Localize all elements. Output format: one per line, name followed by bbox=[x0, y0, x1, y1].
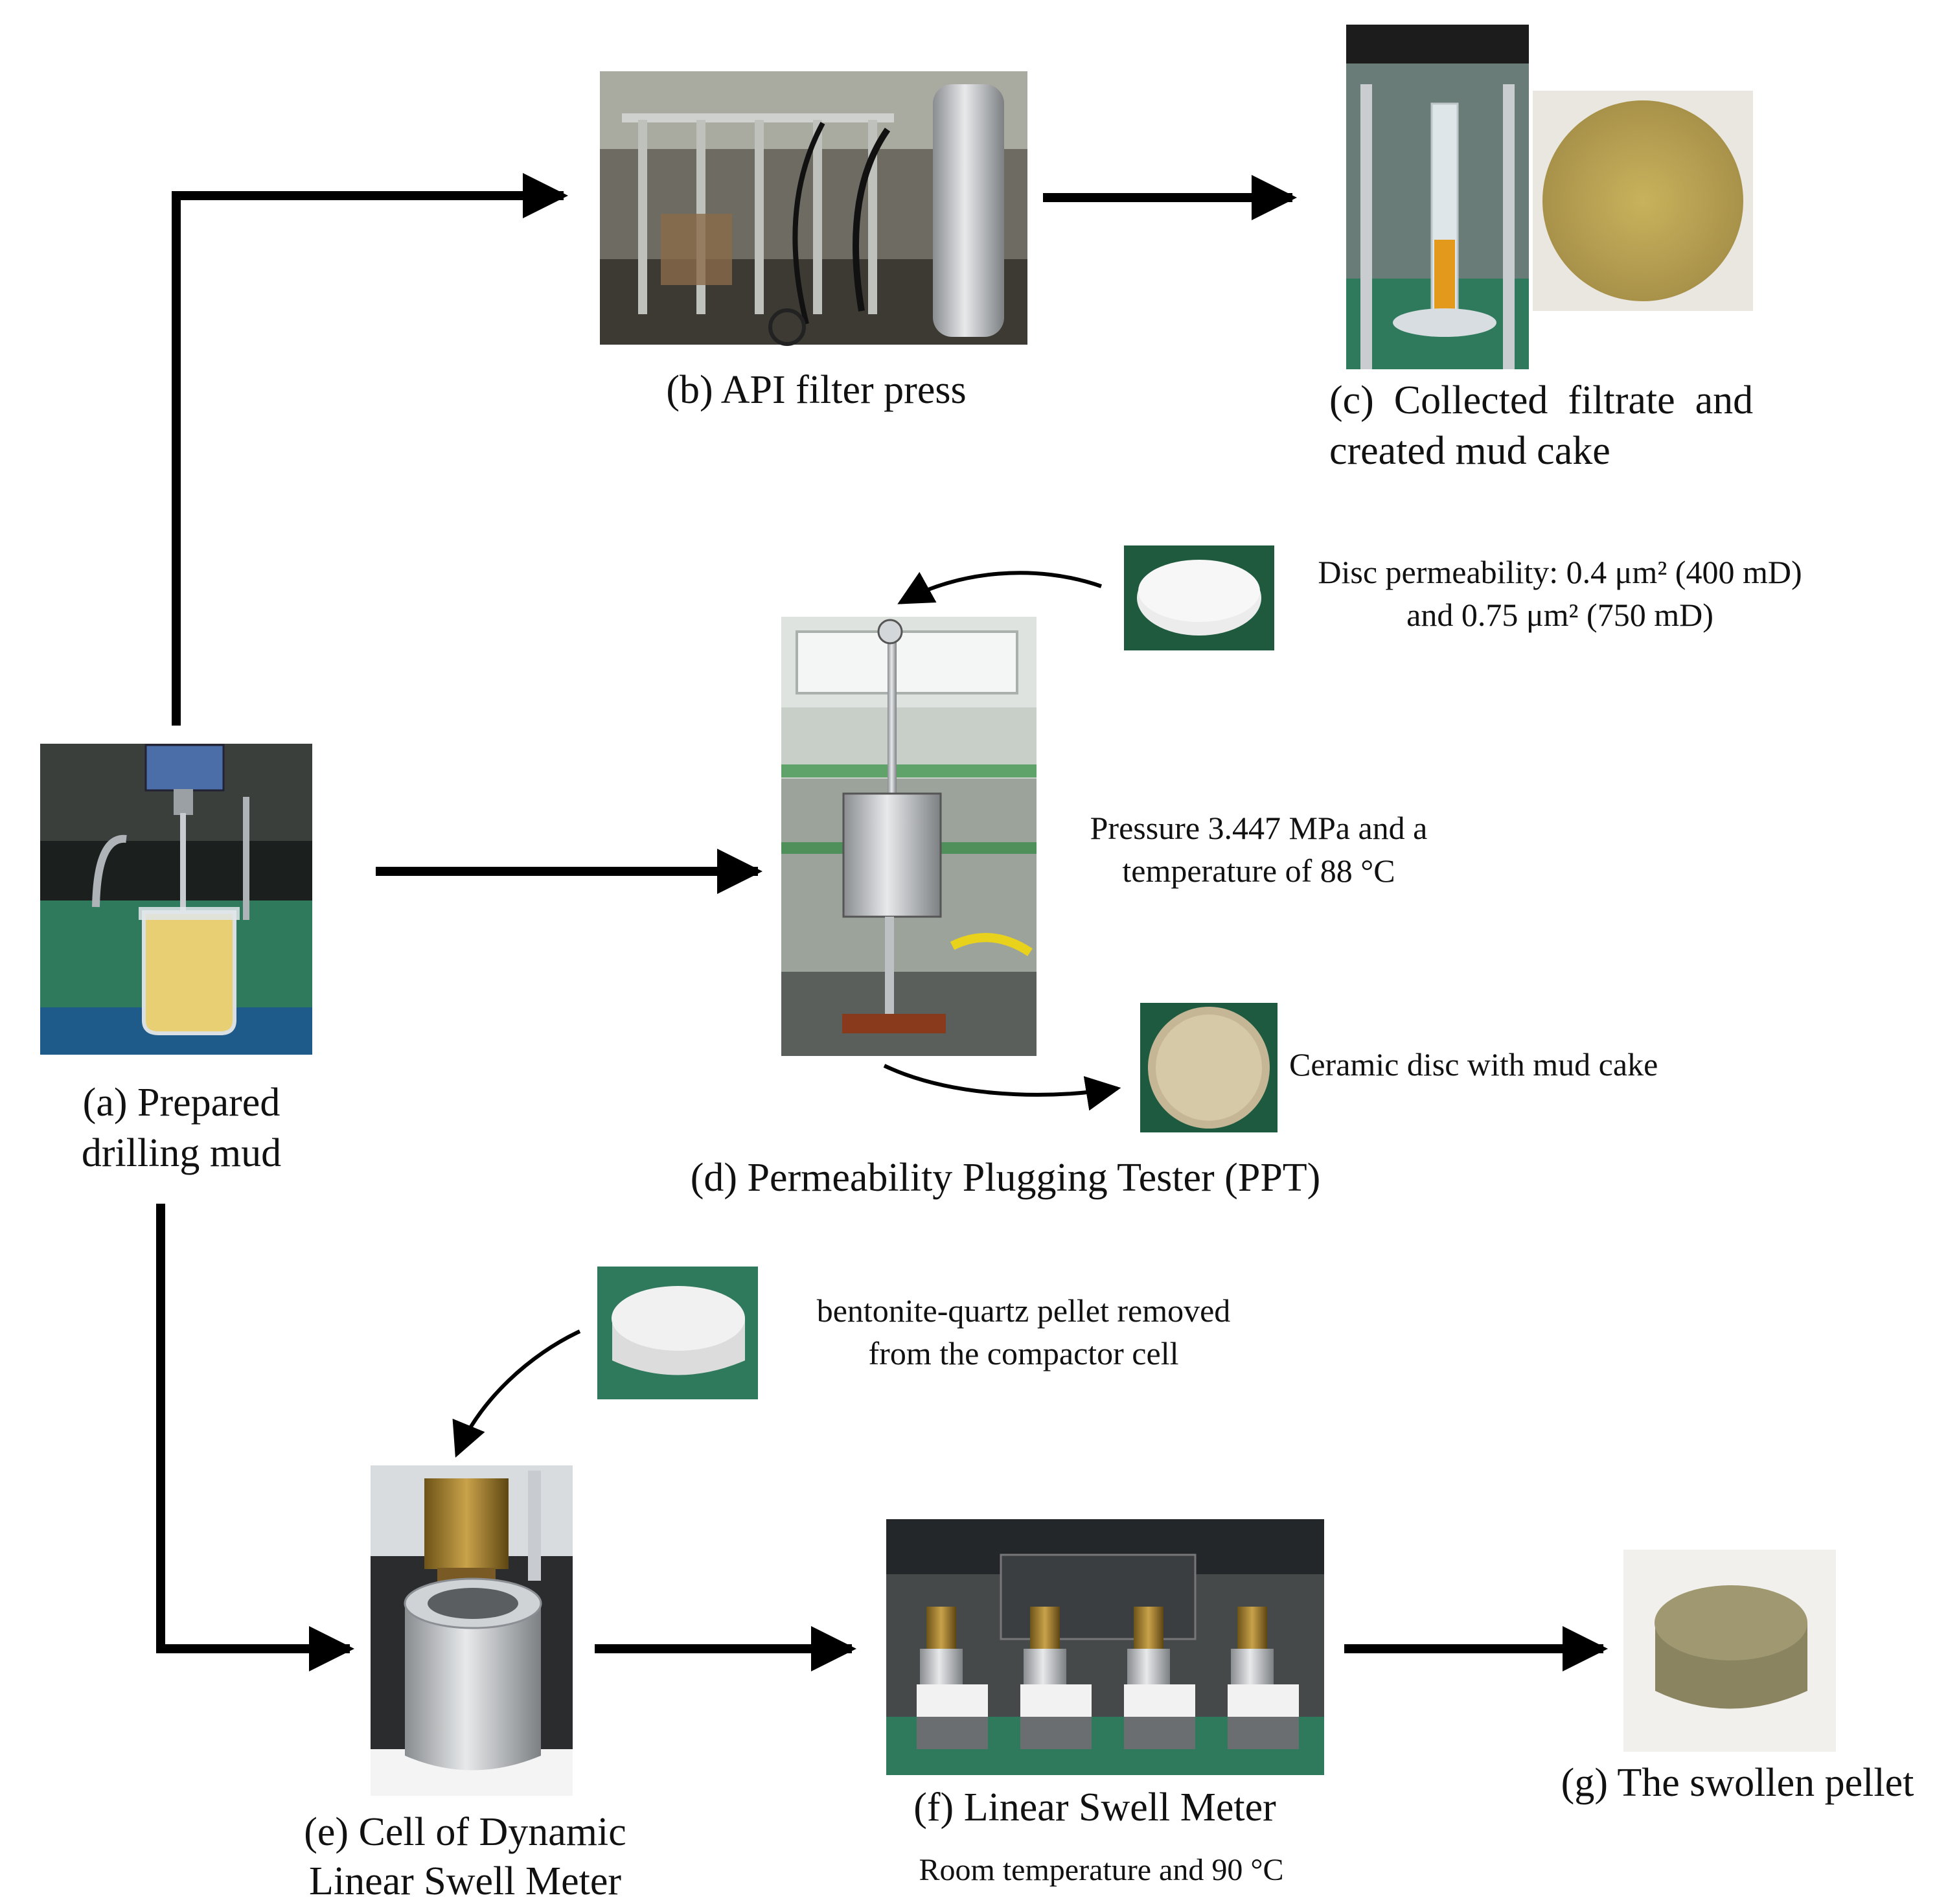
caption-a-line2: drilling mud bbox=[82, 1131, 281, 1175]
note-pellet-line1: bentonite-quartz pellet removed bbox=[817, 1292, 1231, 1329]
arrow-disc-to-ppt bbox=[897, 571, 1102, 604]
note-swell-conditions: Room temperature and 90 °C bbox=[919, 1853, 1283, 1887]
arrow-ppt-to-ceramic bbox=[883, 1064, 1121, 1111]
photo-bentonite-pellet bbox=[597, 1267, 758, 1399]
photo-e-swell-cell bbox=[371, 1465, 573, 1796]
photo-ceramic-disc-mud-cake bbox=[1140, 1003, 1278, 1132]
caption-c-line2: created mud cake bbox=[1329, 429, 1610, 473]
photo-a-drilling-mud bbox=[40, 744, 312, 1055]
captions: (a) Prepared drilling mud (b) API filter… bbox=[82, 368, 1914, 1903]
notes: Disc permeability: 0.4 μm² (400 mD) and … bbox=[817, 554, 1802, 1887]
caption-f: (f) Linear Swell Meter bbox=[913, 1785, 1276, 1829]
photo-f-linear-swell-meter bbox=[886, 1519, 1324, 1775]
arrow-a-to-b bbox=[172, 173, 568, 726]
caption-e-line2: Linear Swell Meter bbox=[309, 1859, 621, 1903]
photo-c-mud-cake bbox=[1533, 91, 1753, 311]
swell-meter-stations bbox=[917, 1607, 1299, 1749]
caption-a-line1: (a) Prepared bbox=[83, 1081, 281, 1125]
photo-c-filtrate bbox=[1346, 25, 1529, 369]
caption-d: (d) Permeability Plugging Tester (PPT) bbox=[691, 1156, 1321, 1200]
note-pellet-line2: from the compactor cell bbox=[869, 1335, 1179, 1371]
note-ppt-conditions-line1: Pressure 3.447 MPa and a bbox=[1090, 810, 1428, 846]
photo-d-ppt bbox=[781, 617, 1037, 1056]
arrow-pellet-to-cell bbox=[452, 1329, 581, 1458]
caption-e-line1: (e) Cell of Dynamic bbox=[304, 1810, 626, 1854]
arrow-a-to-e bbox=[156, 1204, 354, 1671]
note-ceramic-disc: Ceramic disc with mud cake bbox=[1289, 1046, 1658, 1083]
photo-g-swollen-pellet bbox=[1623, 1550, 1836, 1752]
note-ppt-conditions-line2: temperature of 88 °C bbox=[1122, 853, 1395, 889]
photo-b-api-filter-press bbox=[600, 71, 1027, 346]
photo-ceramic-disc bbox=[1124, 545, 1274, 650]
caption-c-line1: (c) Collected filtrate and bbox=[1329, 378, 1753, 422]
note-disc-permeability-line1: Disc permeability: 0.4 μm² (400 mD) bbox=[1318, 554, 1802, 590]
caption-g: (g) The swollen pellet bbox=[1561, 1761, 1914, 1805]
note-disc-permeability-line2: and 0.75 μm² (750 mD) bbox=[1406, 597, 1713, 633]
caption-b: (b) API filter press bbox=[666, 368, 966, 412]
arrows bbox=[156, 173, 1608, 1671]
